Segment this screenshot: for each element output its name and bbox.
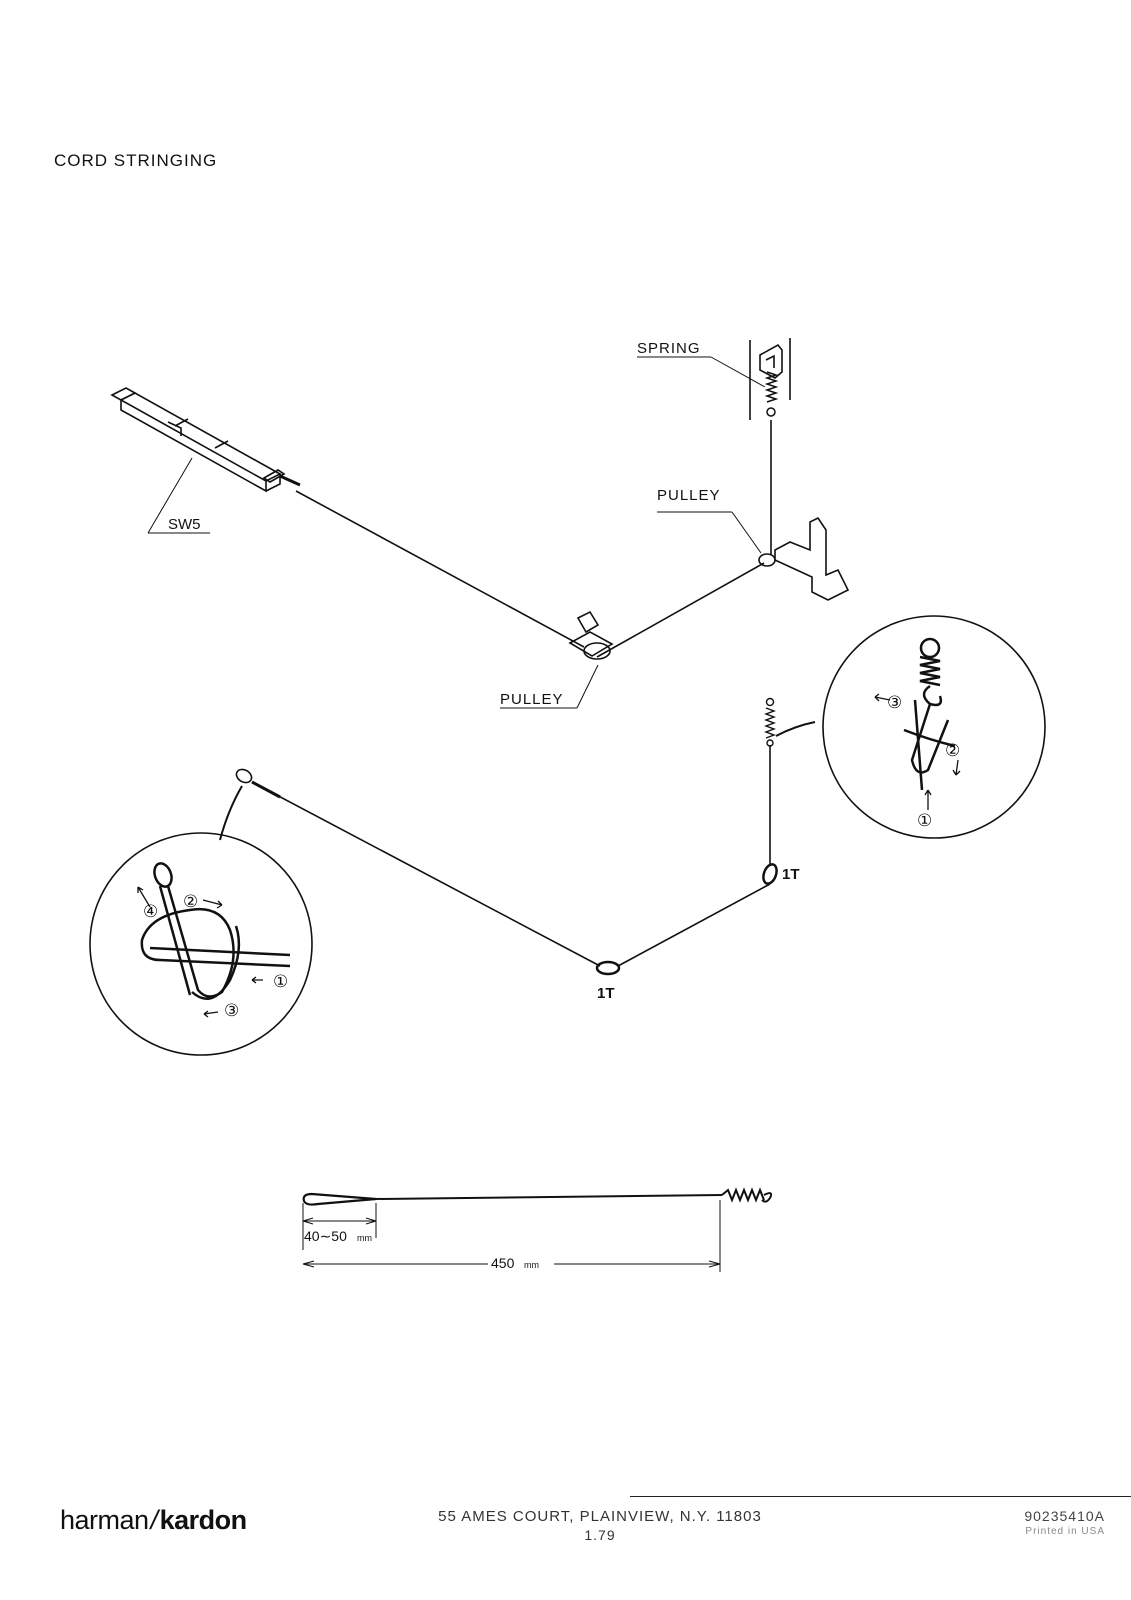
footer-part-code: 90235410A — [1024, 1508, 1105, 1524]
sw5-label: SW5 — [168, 516, 201, 533]
turn-right-label: 1T — [782, 866, 800, 883]
dimension-total-unit: mm — [524, 1260, 539, 1270]
spring-bracket — [749, 338, 791, 420]
knot-left-callout — [219, 785, 243, 841]
sw5-leader — [147, 457, 193, 534]
knot-left-arrows — [137, 886, 263, 1018]
knot-right-arrows — [874, 693, 961, 810]
knot-right-drawing — [903, 637, 956, 791]
dimension-loop-unit: mm — [357, 1233, 372, 1243]
footer-printed: Printed in USA — [1025, 1526, 1105, 1537]
cord-loop-to-turn-bottom — [251, 781, 601, 967]
brand-kardon: kardon — [159, 1505, 248, 1535]
turn-right-marker — [762, 863, 778, 885]
footer-date: 1.79 — [584, 1527, 616, 1543]
dimension-total-value: 450 — [491, 1255, 515, 1271]
dimension-total — [302, 1200, 721, 1272]
dimension-loop-value: 40∼50 — [304, 1228, 347, 1244]
spring-coil — [764, 371, 779, 417]
upper-pulley — [758, 516, 850, 601]
knot-left-step-1: ① — [273, 972, 288, 991]
knot-left-step-2: ② — [183, 892, 198, 911]
sw5-switch — [110, 387, 301, 493]
turn-bottom-marker — [595, 960, 621, 976]
brand-logo: harman/kardon — [60, 1505, 247, 1536]
knot-right-callout — [775, 721, 816, 737]
small-spring — [764, 697, 776, 747]
dimension-loop — [302, 1203, 377, 1250]
knot-right-step-3: ③ — [887, 693, 902, 712]
spring-leader — [710, 356, 766, 388]
footer-address: 55 AMES COURT, PLAINVIEW, N.Y. 11803 — [438, 1508, 762, 1525]
cord-length-drawing — [302, 1187, 773, 1206]
pulley-lower-leader — [576, 664, 599, 709]
turn-bottom-label: 1T — [597, 985, 615, 1002]
spring-label: SPRING — [637, 340, 701, 357]
page-title: CORD STRINGING — [54, 151, 218, 170]
brand-slash: / — [150, 1505, 159, 1535]
knot-right-detail — [822, 615, 1046, 839]
brand-harman: harman — [60, 1505, 149, 1535]
knot-right-step-2: ② — [945, 741, 960, 760]
knot-left-step-3: ③ — [224, 1001, 239, 1020]
footer-rule — [630, 1496, 1131, 1497]
knot-left-detail — [89, 832, 313, 1056]
pulley-upper-leader — [731, 511, 762, 554]
knot-left-drawing — [140, 862, 291, 1000]
cord-sw5-to-pulley — [295, 490, 585, 648]
knot-right-step-1: ① — [917, 811, 932, 830]
lower-pulley — [568, 610, 614, 660]
pulley-lower-label: PULLEY — [500, 691, 564, 708]
cord-pulley-to-pulley — [596, 562, 765, 658]
pulley-upper-label: PULLEY — [657, 487, 721, 504]
knot-left-step-4: ④ — [143, 902, 158, 921]
cord-turn-bottom-to-right — [617, 883, 771, 967]
